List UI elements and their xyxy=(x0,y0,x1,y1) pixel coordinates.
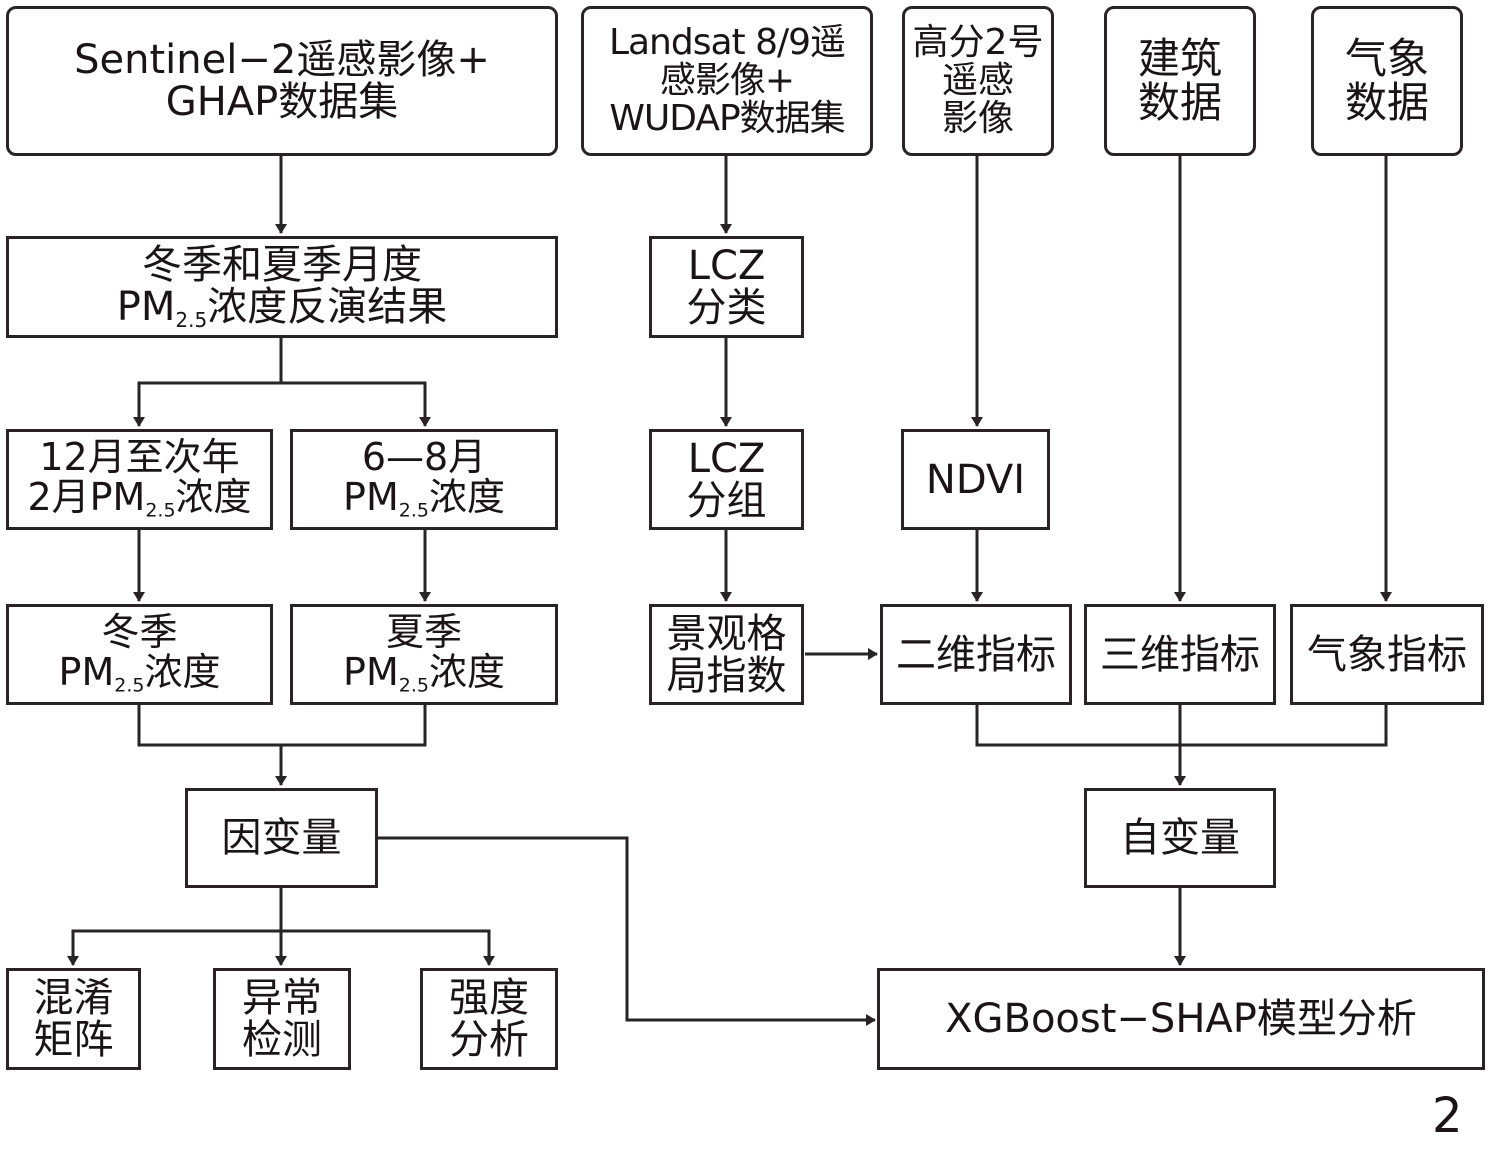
node-text: 气象指标 xyxy=(1307,631,1467,678)
node-xgboost-shap: XGBoost−SHAP模型分析 xyxy=(877,968,1485,1070)
node-text: 局指数 xyxy=(666,652,787,699)
node-dependent-variable: 因变量 xyxy=(185,788,378,888)
node-text: PM2.5浓度反演结果 xyxy=(116,283,448,332)
node-gaofen: 高分2号 遥感 影像 xyxy=(902,6,1054,156)
node-text: PM2.5浓度 xyxy=(343,474,505,522)
node-text: 分类 xyxy=(686,285,767,331)
node-text: 混淆 xyxy=(33,975,114,1021)
node-text: 二维指标 xyxy=(896,631,1056,678)
node-text: 自变量 xyxy=(1120,815,1240,861)
node-weather-data: 气象 数据 xyxy=(1311,6,1463,156)
node-text: XGBoost−SHAP模型分析 xyxy=(945,996,1417,1042)
node-text: NDVI xyxy=(925,456,1026,503)
node-text: 建筑 xyxy=(1137,33,1222,83)
node-anomaly-detection: 异常 检测 xyxy=(213,968,351,1070)
node-text: 异常 xyxy=(242,975,322,1021)
node-intensity-analysis: 强度 分析 xyxy=(420,968,558,1070)
node-text: 感影像+ xyxy=(659,60,795,102)
node-text: LCZ xyxy=(687,435,766,482)
node-text: 数据 xyxy=(1137,78,1222,127)
node-text: 因变量 xyxy=(221,815,342,861)
node-ndvi: NDVI xyxy=(901,429,1050,530)
node-3d-index: 三维指标 xyxy=(1084,604,1276,705)
arrow-dependent-to-xgboost xyxy=(378,836,876,1026)
node-text: 气象 xyxy=(1344,33,1429,83)
node-text: GHAP数据集 xyxy=(165,79,399,125)
node-text: PM2.5浓度 xyxy=(58,649,221,697)
node-text: 矩阵 xyxy=(33,1017,114,1063)
node-text: 遥感 xyxy=(941,60,1014,102)
node-weather-index: 气象指标 xyxy=(1290,604,1484,705)
merge-indices-to-independent xyxy=(975,705,1388,785)
node-text: 夏季 xyxy=(385,609,462,654)
node-pm-inversion-result: 冬季和夏季月度 PM2.5浓度反演结果 xyxy=(6,236,558,338)
node-text: 6—8月 xyxy=(361,434,487,479)
node-text: 分组 xyxy=(686,477,767,524)
node-text: PM2.5浓度 xyxy=(343,649,505,697)
node-sentinel-ghap: Sentinel−2遥感影像+ GHAP数据集 xyxy=(6,6,558,156)
node-summer-pm: 夏季 PM2.5浓度 xyxy=(290,604,558,705)
node-text: LCZ xyxy=(687,243,766,289)
split-pm-to-months xyxy=(137,338,427,426)
node-lcz-grouping: LCZ 分组 xyxy=(649,429,804,530)
node-confusion-matrix: 混淆 矩阵 xyxy=(6,968,141,1070)
node-text: 影像 xyxy=(941,97,1014,139)
node-text: 三维指标 xyxy=(1100,631,1260,678)
node-text: 景观格 xyxy=(666,610,787,657)
node-summer-months-pm: 6—8月 PM2.5浓度 xyxy=(290,429,558,530)
node-winter-pm: 冬季 PM2.5浓度 xyxy=(6,604,273,705)
node-landscape-index: 景观格 局指数 xyxy=(649,604,804,705)
node-text: 分析 xyxy=(449,1017,529,1063)
node-winter-months-pm: 12月至次年 2月PM2.5浓度 xyxy=(6,429,273,530)
node-text: WUDAP数据集 xyxy=(609,97,845,139)
node-text: 强度 xyxy=(449,975,529,1021)
node-text: Sentinel−2遥感影像+ xyxy=(74,37,490,83)
node-text: 高分2号 xyxy=(912,22,1044,64)
node-building-data: 建筑 数据 xyxy=(1104,6,1256,156)
node-landsat-wudap: Landsat 8/9遥 感影像+ WUDAP数据集 xyxy=(581,6,873,156)
merge-pm-to-dependent xyxy=(137,705,427,785)
split-dependent-to-analysis xyxy=(71,888,491,965)
node-text: Landsat 8/9遥 xyxy=(608,22,846,64)
node-independent-variable: 自变量 xyxy=(1084,788,1276,888)
node-text: 2月PM2.5浓度 xyxy=(27,474,252,522)
node-2d-index: 二维指标 xyxy=(880,604,1072,705)
node-lcz-classification: LCZ 分类 xyxy=(649,236,804,338)
node-text: 冬季 xyxy=(101,609,178,654)
node-text: 数据 xyxy=(1344,78,1429,127)
node-text: 冬季和夏季月度 xyxy=(142,241,422,288)
node-text: 12月至次年 xyxy=(39,434,240,479)
page-number: 2 xyxy=(1432,1088,1463,1144)
node-text: 检测 xyxy=(242,1017,322,1063)
